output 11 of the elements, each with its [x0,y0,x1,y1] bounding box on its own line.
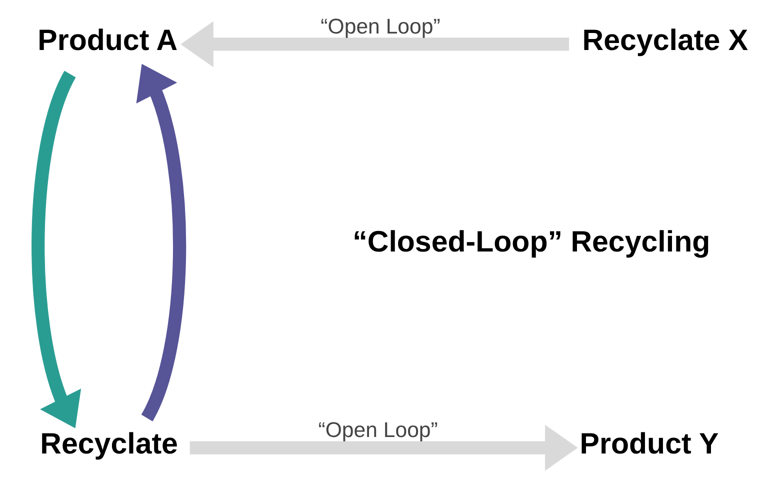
edge-label: “Open Loop” [320,14,440,38]
edge-label: “Open Loop” [318,418,438,442]
arrow [31,71,81,428]
node-text: Product Y [579,427,718,460]
arrow [180,21,569,68]
arrow [136,64,186,421]
node-text: Recyclate X [582,24,748,57]
node-text: Product A [37,24,178,57]
label: “Closed-Loop” Recycling [352,226,710,259]
node-text: Recyclate [40,427,178,460]
arrow [189,424,578,471]
